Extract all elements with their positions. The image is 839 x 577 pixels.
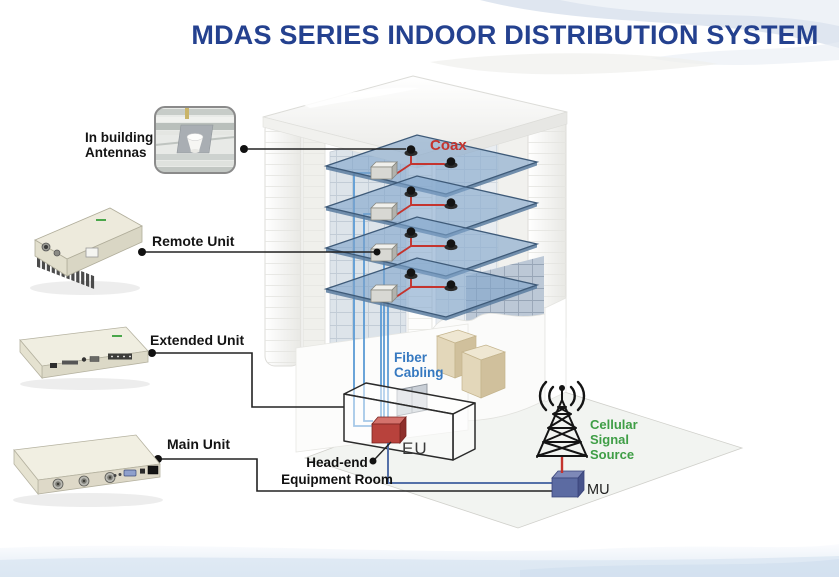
antenna-dome xyxy=(404,227,418,239)
eu-label: EU xyxy=(402,439,428,458)
callout-lines xyxy=(142,148,553,492)
antenna-dome xyxy=(444,280,458,292)
diagram-text-labels: Coax Fiber Cabling EU Head-end Equipment… xyxy=(281,137,638,498)
left-pillar-bands xyxy=(265,120,301,366)
crates xyxy=(435,329,507,399)
roof-highlight xyxy=(300,87,420,108)
remote-unit-label: Remote Unit xyxy=(152,233,235,249)
remote-unit-image xyxy=(30,207,143,295)
headend-pointer-dot xyxy=(369,457,377,465)
antenna-dome xyxy=(404,268,418,280)
in-building-antennas-label: In building Antennas xyxy=(85,130,154,160)
headend-pointer-line xyxy=(374,441,392,460)
extended-unit-label: Extended Unit xyxy=(150,332,245,348)
main-unit-connectors xyxy=(52,465,159,490)
ceiling-antenna-domes xyxy=(404,145,458,292)
extended-unit-pointer-line xyxy=(152,352,344,408)
antenna-dome xyxy=(404,186,418,198)
main-unit-pointer-line xyxy=(158,458,553,492)
coax-label: Coax xyxy=(430,137,467,154)
eu-box xyxy=(371,415,407,445)
page-title: MDAS SERIES INDOOR DISTRIBUTION SYSTEM xyxy=(191,20,819,50)
antenna-dome xyxy=(444,239,458,251)
main-unit-label: Main Unit xyxy=(167,436,230,452)
cellular-signal-source-label-line2: Signal xyxy=(590,432,629,447)
extended-unit-image xyxy=(19,326,150,390)
remote-unit-boxes xyxy=(370,161,398,303)
mu-box xyxy=(551,469,585,499)
cell-tower-icon xyxy=(536,385,588,458)
in-building-antennas-label-line1: In building xyxy=(85,130,154,145)
headend-label-line2: Equipment Room xyxy=(281,472,393,487)
right-lower-wall xyxy=(544,297,567,403)
antenna-photo xyxy=(154,106,236,174)
remote-unit-box-3 xyxy=(370,243,398,262)
inner-left-pillar-bands xyxy=(303,136,325,398)
remote-unit-box-1 xyxy=(370,161,398,180)
remote-unit-box-4 xyxy=(370,284,398,303)
top-right-swoosh xyxy=(430,0,839,75)
in-building-antennas-label-line2: Antennas xyxy=(85,144,147,160)
cellular-signal-source-label-line3: Source xyxy=(590,447,634,462)
antenna-dome xyxy=(444,198,458,210)
cellular-signal-source-label-line1: Cellular xyxy=(590,417,638,432)
mu-label: MU xyxy=(587,482,610,498)
remote-unit-box-2 xyxy=(370,202,398,221)
antenna-dome xyxy=(404,145,418,157)
extended-unit-ports xyxy=(50,353,132,368)
main-unit-image xyxy=(13,434,163,507)
fiber-cabling-label-line2: Cabling xyxy=(394,365,444,380)
bottom-wave xyxy=(0,544,839,577)
plate-equipment xyxy=(370,145,458,303)
eu-to-mu-line xyxy=(387,443,553,484)
headend-label-line1: Head-end xyxy=(306,455,368,470)
fiber-cabling-label-line1: Fiber xyxy=(394,350,428,365)
antenna-dome xyxy=(444,157,458,169)
signal-waves-icon xyxy=(538,380,586,412)
